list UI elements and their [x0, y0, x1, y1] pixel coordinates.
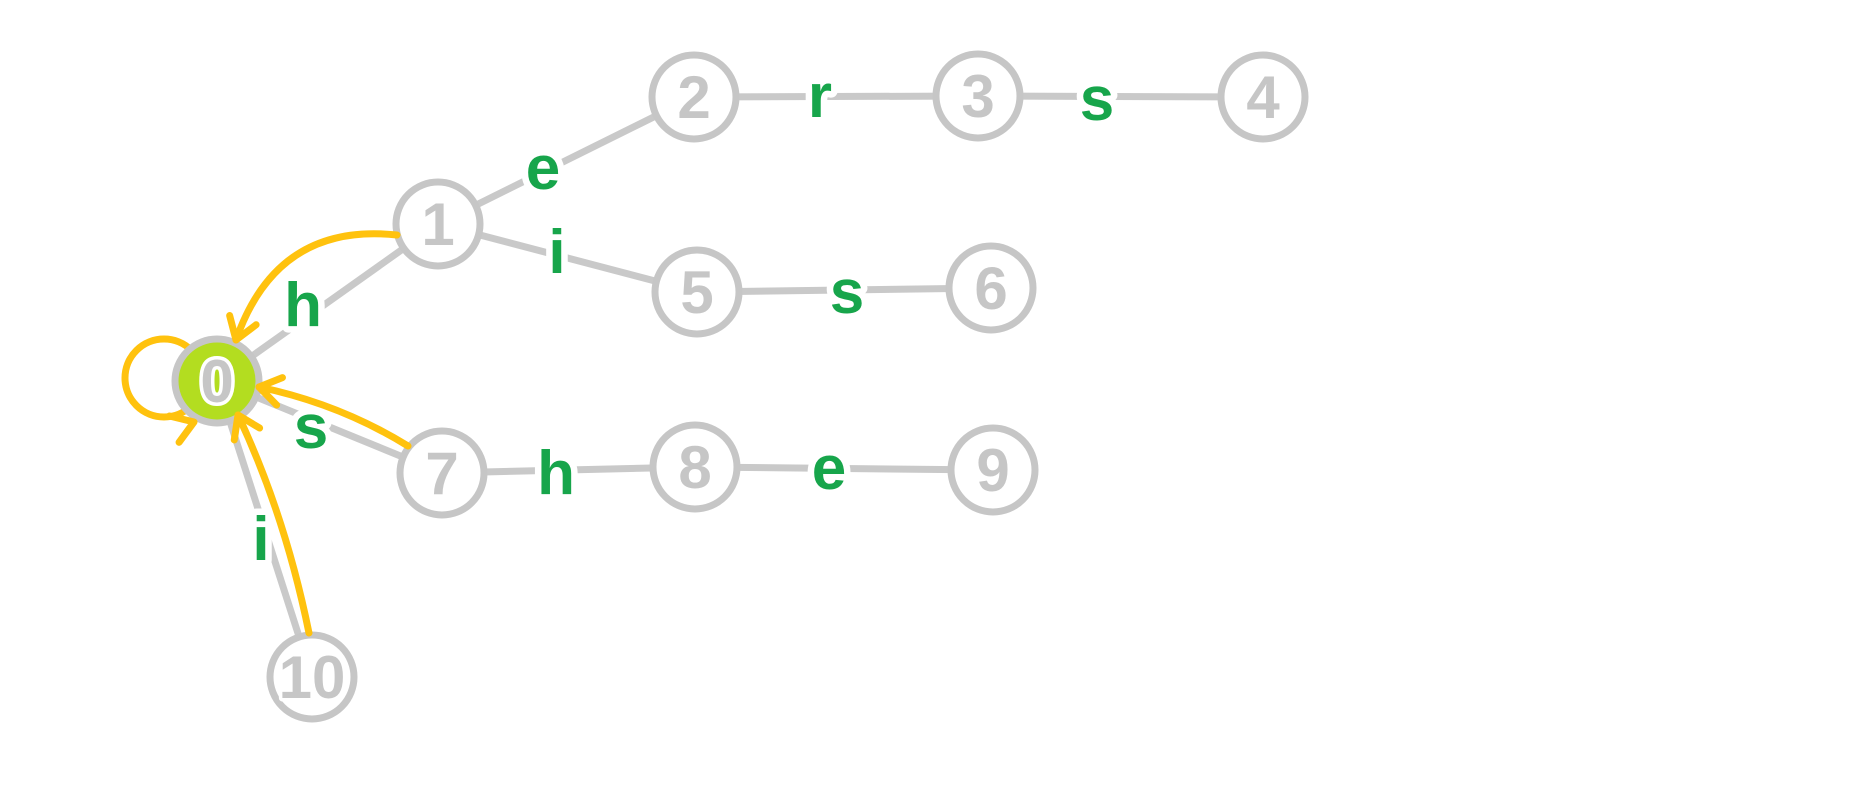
failure-link-1-0 — [232, 230, 401, 344]
node-0[interactable] — [171, 335, 263, 427]
edge-1-2 — [436, 93, 696, 228]
failure-link-10-0 — [234, 411, 313, 637]
node-label-10: 10 — [279, 644, 346, 711]
node-8[interactable] — [649, 421, 741, 513]
node-label-2: 2 — [677, 64, 710, 131]
node-label-4: 4 — [1246, 64, 1280, 131]
node-label-8: 8 — [678, 434, 711, 501]
edge-label-8-9: e — [812, 434, 846, 503]
edge-label-0-10: i — [252, 505, 269, 574]
failure-link-7-0 — [255, 383, 412, 450]
edge-label-5-6: s — [830, 258, 864, 327]
failure-arrowhead-loop-0 — [165, 412, 198, 446]
node-2[interactable] — [648, 51, 740, 143]
node-label-7: 7 — [425, 440, 458, 507]
node-label-9: 9 — [976, 437, 1009, 504]
edge-5-6 — [696, 284, 992, 296]
edge-label-2-3: r — [808, 62, 832, 131]
edge-2-3 — [693, 92, 979, 101]
edge-label-0-1: h — [284, 271, 322, 340]
node-7[interactable] — [396, 427, 488, 519]
edge-label-3-4: s — [1080, 65, 1114, 134]
node-4[interactable] — [1217, 51, 1309, 143]
node-label-5: 5 — [680, 259, 713, 326]
node-10[interactable] — [266, 631, 358, 723]
edge-label-7-8: h — [537, 439, 575, 508]
node-5[interactable] — [651, 246, 743, 338]
node-1[interactable] — [392, 178, 484, 270]
node-6[interactable] — [945, 242, 1037, 334]
edge-label-1-2: e — [526, 134, 560, 203]
failure-arrowhead-10-0 — [230, 411, 264, 444]
edge-8-9 — [694, 463, 994, 474]
edge-3-4 — [977, 92, 1264, 101]
node-label-3: 3 — [961, 63, 994, 130]
edge-label-1-5: i — [548, 218, 565, 287]
failure-arrowhead-7-0 — [255, 374, 286, 409]
node-label-6: 6 — [974, 255, 1007, 322]
node-3[interactable] — [932, 50, 1024, 142]
node-9[interactable] — [947, 424, 1039, 516]
failure-arrowhead-1-0 — [226, 312, 260, 344]
node-label-0: 0 — [200, 348, 233, 415]
node-label-1: 1 — [421, 191, 454, 258]
edge-label-0-7: s — [294, 393, 328, 462]
